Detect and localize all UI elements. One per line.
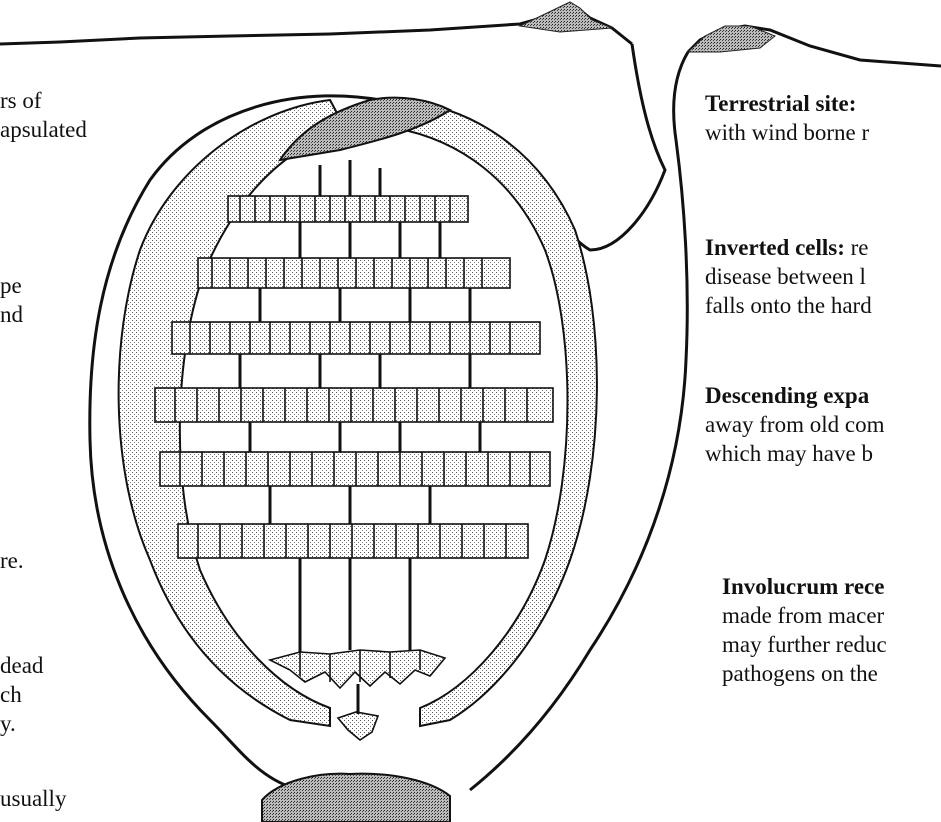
annotation-descending-line-3: which may have b — [705, 439, 873, 468]
pedicels — [240, 160, 480, 714]
left-text-line-7: ch — [0, 680, 22, 709]
left-text-line-4: nd — [0, 300, 23, 329]
annotation-involucrum-line-2: made from macer — [722, 601, 884, 630]
annotation-terrestrial-line: with wind borne r — [705, 118, 869, 147]
left-text-line-9: usually — [0, 784, 66, 813]
soil-mound-left — [520, 2, 612, 32]
left-text-line-3: pe — [0, 271, 22, 300]
left-text-line-6: dead — [0, 651, 43, 680]
annotation-involucrum-line-3: may further reduc — [722, 630, 887, 659]
annotation-descending-expansion: Descending expa — [705, 381, 869, 410]
annotation-terrestrial-site: Terrestrial site: — [705, 89, 856, 118]
annotation-text: re — [845, 235, 869, 260]
annotation-inverted-line-3: falls onto the hard — [705, 291, 872, 320]
left-text-line-8: y. — [0, 709, 16, 738]
annotation-heading: Involucrum rece — [722, 574, 884, 599]
annotation-heading: Inverted cells: — [705, 235, 845, 260]
annotation-inverted-line-2: disease between l — [705, 262, 866, 291]
ground-line — [0, 10, 941, 66]
annotation-involucrum: Involucrum rece — [722, 572, 884, 601]
annotation-inverted-cells: Inverted cells: re — [705, 233, 869, 262]
left-text-line-5: re. — [0, 546, 24, 575]
left-text-line-1: rs of — [0, 86, 42, 115]
annotation-involucrum-line-4: pathogens on the — [722, 659, 878, 688]
annotation-heading: Terrestrial site: — [705, 91, 856, 116]
annotation-heading: Descending expa — [705, 383, 869, 408]
left-text-line-2: apsulated — [0, 115, 87, 144]
nest-entrance — [262, 774, 450, 822]
annotation-descending-line-2: away from old com — [705, 410, 884, 439]
